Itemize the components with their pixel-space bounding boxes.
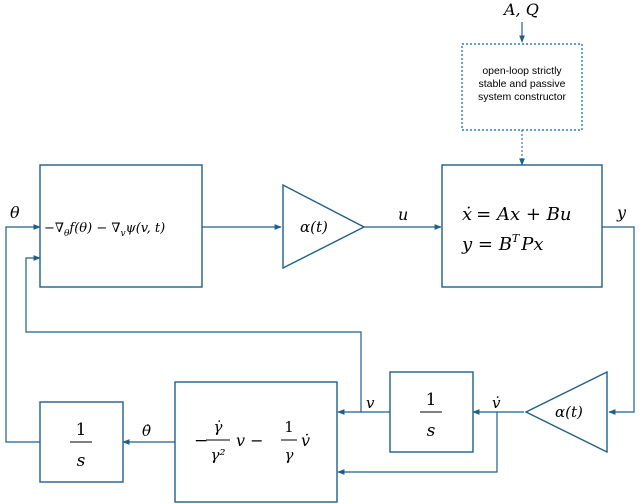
wire-theta-feedback — [5, 224, 41, 443]
constructor-line-1: open-loop strictly — [482, 65, 562, 77]
gain-triangle-top — [282, 183, 366, 270]
signal-y: y — [616, 203, 627, 222]
wire-y-feedback — [602, 226, 635, 415]
constructor-line-3: system constructor — [478, 91, 567, 103]
plant-block — [441, 164, 603, 288]
gradient-expression: −∇θf(θ) − ∇vψ(v, t) — [44, 221, 165, 239]
update-minus: − — [194, 431, 208, 451]
constructor-line-2: stable and passive — [479, 78, 566, 90]
update-tail: v̇ — [301, 431, 310, 450]
update-num-1: γ̇ — [214, 418, 223, 436]
gain-triangle-bottom — [524, 370, 608, 454]
signal-theta: θ — [10, 203, 20, 222]
gain-top-label: α(t) — [300, 218, 328, 236]
constructor-block — [461, 43, 583, 131]
gradient-block — [39, 164, 203, 288]
update-block — [174, 381, 338, 503]
integrator-top-den: s — [427, 421, 436, 441]
update-num-2: 1 — [284, 418, 294, 436]
signal-u: u — [398, 205, 408, 224]
integrator-left-den: s — [77, 451, 86, 471]
update-den-1: γ² — [211, 446, 226, 464]
signal-v: v — [366, 394, 375, 412]
plant-eq-1: ẋ= Ax + Bu — [462, 204, 571, 225]
update-mid: v − — [236, 431, 264, 450]
signal-vdot: v̇ — [492, 394, 501, 412]
aq-label: A, Q — [502, 0, 539, 19]
wire-vdot-to-update — [337, 412, 498, 475]
signal-thetadot: θ̇ — [142, 422, 151, 440]
integrator-left-num: 1 — [76, 420, 87, 440]
update-den-2: γ — [285, 446, 294, 464]
integrator-top-num: 1 — [426, 390, 437, 410]
gain-bottom-label: α(t) — [555, 403, 583, 421]
wire-v-to-gradient — [25, 255, 362, 412]
